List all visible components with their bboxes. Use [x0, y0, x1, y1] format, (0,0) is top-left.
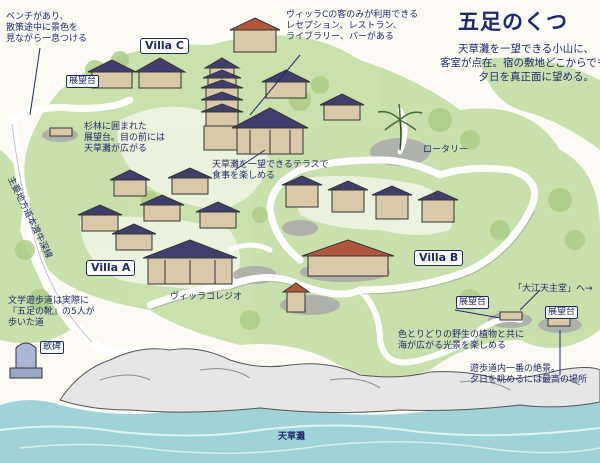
coast-rocks: [59, 348, 600, 414]
paths: [6, 96, 538, 366]
map-title: 五足のくつ: [458, 10, 568, 34]
label-observatory-3: 展望台: [545, 306, 579, 319]
label-observatory-2: 展望台: [456, 296, 490, 309]
monument-icon: [9, 342, 43, 379]
label-observatory-1: 展望台: [66, 75, 100, 88]
note-observatory: 杉林に囲まれた 展望台。目の前には 天草灘が広がる: [84, 122, 166, 154]
villa-b-buildings: [281, 175, 459, 277]
note-bench: ベンチがあり、 散策途中に景色を 見ながら一息つける: [6, 12, 88, 44]
gazebo-icon: [281, 282, 311, 313]
label-monument: 歌碑: [40, 341, 65, 354]
sea: [0, 398, 600, 463]
villa-c-main-building: [231, 107, 309, 155]
villa-a-buildings: [77, 167, 241, 251]
villa-c-buildings: [87, 17, 365, 121]
palm-tree-icon: [377, 103, 423, 151]
label-villa-a: Villa A: [86, 260, 136, 276]
description-line: 夕日を真正面に望める。: [478, 71, 595, 83]
label-villa-c: Villa C: [140, 38, 189, 54]
villa-college-building: [142, 239, 238, 285]
note-terrace: 天草灘を一望できるテラスで 食事を楽しめる: [212, 160, 329, 181]
map-description: 天草灘を一望できる小山に、 客室が点在。宿の敷地どこからでも 夕日を真正面に望め…: [440, 42, 600, 84]
description-line: 客室が点在。宿の敷地どこからでも: [440, 57, 600, 69]
path-outlines: [11, 123, 535, 343]
tower-icon: [200, 57, 244, 151]
description-line: 天草灘を一望できる小山に、: [458, 43, 594, 55]
label-rotary: ロータリー: [423, 145, 469, 155]
note-villa-c-facilities: ヴィッラCの客のみが利用できる レセプション、レストラン、 ライブラリー、バーが…: [286, 10, 419, 42]
label-villa-college: ヴィッラコレジオ: [170, 292, 243, 302]
observatory-structures: [49, 127, 571, 327]
leader-lines: [29, 47, 561, 375]
label-amakusa-nada: 天草灘: [278, 432, 306, 442]
note-sunset: 遊歩道内一番の絶景。 夕日を眺めるには最高の場所: [470, 364, 588, 385]
note-literary-path: 文学遊歩道は実際に 『五足の靴』の5人が 歩いた道: [8, 296, 95, 328]
label-ooe-church: 「大江天主堂」へ→: [513, 284, 593, 294]
label-villa-b: Villa B: [414, 250, 464, 266]
note-flowers: 色とりどりの野生の植物と共に 海が広がる光景を楽しめる: [398, 330, 525, 351]
